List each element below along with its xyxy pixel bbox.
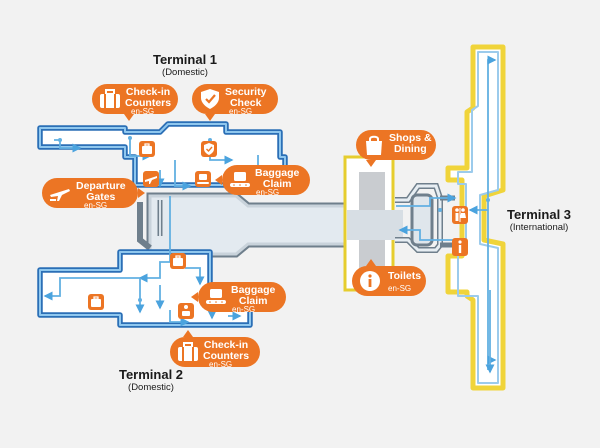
callout-locale: en-SG [232,305,256,314]
luggage-icon [170,253,186,269]
terminal-1-title: Terminal 1 (Domestic) [140,52,230,78]
terminal-3-name: Terminal 3 [506,207,572,222]
luggage-icon [139,141,155,157]
callout-pointer [205,114,215,121]
callout-toilets[interactable]: Toilets en-SG [352,266,426,296]
callout-locale: en-SG [388,284,412,293]
terminal-1-name: Terminal 1 [152,52,218,67]
callout-label: Security Check [225,86,267,109]
terminal-1-building [37,121,288,188]
baggage-carousel-icon [206,289,226,304]
callout-label: Check-in Counters [203,339,250,362]
callout-shops-dining[interactable]: Shops & Dining [356,130,436,160]
callout-locale: en-SG [229,107,253,116]
callout-label: Baggage Claim [255,167,300,190]
callout-t1-baggage[interactable]: Baggage Claim en-SG [222,165,310,197]
callout-label: Toilets [388,270,422,282]
callout-locale: en-SG [84,201,108,210]
callout-label: Departure Gates [76,180,126,203]
restroom-icon [452,206,468,224]
connector-corridor [137,192,354,258]
baggage-carousel-icon [195,171,211,187]
info-icon [360,271,380,291]
bridge-loop [395,183,455,253]
info-icon [452,238,468,256]
terminal-2-title: Terminal 2 (Domestic) [106,367,196,393]
shield-icon [201,141,217,157]
callout-label: Shops & Dining [389,132,432,155]
terminal-3-title: Terminal 3 (International) [498,207,580,233]
airplane-icon [50,189,70,201]
terminal-2-type: (Domestic) [128,382,174,393]
callout-pointer [191,292,198,302]
callout-pointer [138,188,145,198]
terminal-3-type: (International) [509,222,569,233]
callout-t2-checkin[interactable]: Check-in Counters en-SG [170,337,260,369]
person-luggage-icon [178,303,194,319]
callout-locale: en-SG [256,188,280,197]
callout-t1-departure[interactable]: Departure Gates en-SG [42,178,138,210]
callout-t1-checkin[interactable]: Check-in Counters en-SG [92,84,178,116]
callout-label: Check-in Counters [125,86,172,109]
callout-pointer [183,330,193,337]
luggage-icon [100,89,120,108]
shield-icon [201,89,219,109]
terminal-2-name: Terminal 2 [118,367,184,382]
luggage-icon [88,294,104,310]
callout-pointer [215,175,222,185]
callout-pointer [124,114,134,121]
callout-locale: en-SG [209,360,233,369]
baggage-carousel-icon [230,172,250,187]
terminal-1-type: (Domestic) [162,67,208,78]
callout-label: Baggage Claim [231,284,276,307]
callout-pointer [366,160,376,167]
callout-pointer [366,259,376,266]
callout-locale: en-SG [131,107,155,116]
callout-t1-security[interactable]: Security Check en-SG [192,84,278,116]
airplane-icon [143,171,159,187]
luggage-icon [178,342,198,361]
shopping-bag-icon [366,135,382,155]
callout-t2-baggage[interactable]: Baggage Claim en-SG [198,282,286,314]
